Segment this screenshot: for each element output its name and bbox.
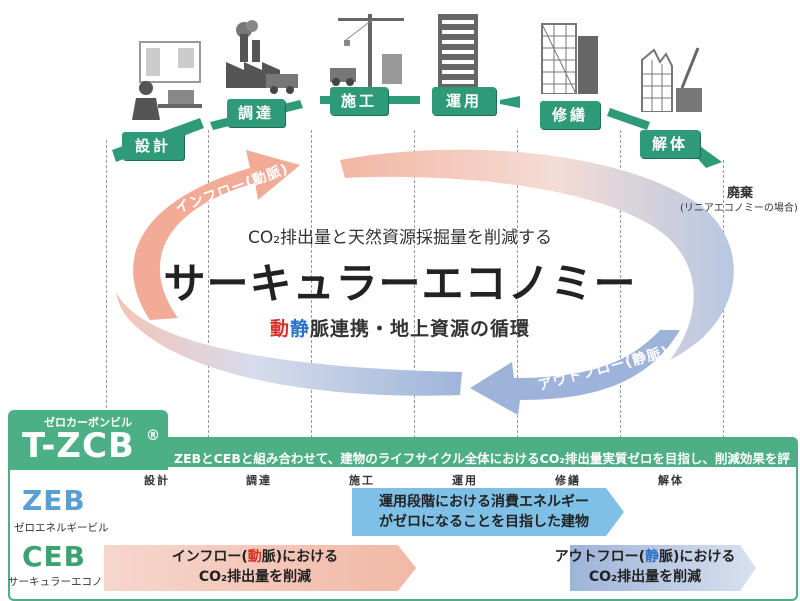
zeb-title: ZEB [22,484,86,517]
ceb-outflow-line1: アウトフロー(静脈)における [554,549,736,565]
column-label-design: 設計 [144,474,170,487]
demolition-building-icon [641,47,702,112]
ceb-outflow-bar [570,545,756,591]
zeb-bar-line2: がゼロになることを目指した建物 [379,514,589,530]
circle-subtitle: CO₂排出量と天然資源採掘量を削減する [247,228,553,248]
ceb-inflow-line1: インフロー(動脈)における [171,549,339,565]
zeb-bar-text: 運用段階における消費エネルギー がゼロになることを目指した建物 [360,492,608,532]
column-label-renovate: 修繕 [555,474,581,487]
column-label-demolish: 解体 [658,474,684,487]
tagline-rest: 脈連携・地上資源の循環 [310,318,531,340]
stage-renovate-button[interactable]: 修繕 [540,101,600,129]
column-label-construct: 施工 [349,474,375,487]
disposal-note: (リニアエコノミーの場合) [680,203,798,214]
column-divider [414,130,415,598]
stage-design-button[interactable]: 設計 [122,132,184,160]
building-icon [438,14,478,92]
column-label-procure: 調達 [246,474,272,487]
ceb-title: CEB [22,540,87,573]
column-divider [106,140,107,598]
factory-truck-icon [226,20,298,94]
tzcb-description: ZEBとCEBと組み合わせて、建物のライフサイクル全体におけるCO₂排出量実質ゼ… [174,451,790,485]
ceb-inflow-line2: CO₂排出量を削減 [198,569,312,585]
disposal-label: 廃棄 [727,186,754,201]
ceb-inflow-text: インフロー(動脈)における CO₂排出量を削減 [120,547,390,587]
zeb-bar-line1: 運用段階における消費エネルギー [379,494,589,510]
crane-construction-icon [330,14,404,88]
designer-desk-icon [132,41,202,120]
circle-tagline: 動静脈連携・地上資源の循環 [0,314,800,341]
scaffold-building-icon [541,23,598,94]
tagline-red-char: 動 [269,318,290,340]
column-divider [517,130,518,598]
tzcb-small-label: ゼロカーボンビル [44,416,132,429]
zeb-bar [352,488,624,536]
bottom-sweep [116,292,462,396]
tzcb-tab [8,410,168,470]
outflow-arrow [470,330,680,415]
inflow-arrow [133,150,300,320]
zeb-subtitle: ゼロエネルギービル [14,522,109,534]
stage-construct-button[interactable]: 施工 [330,87,388,115]
ceb-inflow-bar [104,545,416,591]
circle-title: サーキュラーエコノミー [163,259,637,308]
tzcb-title: T-ZCB [22,426,135,466]
stage-demolish-button[interactable]: 解体 [640,130,700,158]
stage-procure-button[interactable]: 調達 [227,99,285,127]
ceb-outflow-text: アウトフロー(静脈)における CO₂排出量を削減 [540,547,750,587]
top-sweep [340,149,734,360]
tzcb-registered-mark: ® [146,428,160,444]
column-divider [723,160,724,598]
column-label-operate: 運用 [452,474,478,487]
ceb-outflow-line2: CO₂排出量を削減 [588,569,702,585]
stage-operate-button[interactable]: 運用 [432,87,496,115]
tagline-blue-char: 静 [289,318,310,340]
